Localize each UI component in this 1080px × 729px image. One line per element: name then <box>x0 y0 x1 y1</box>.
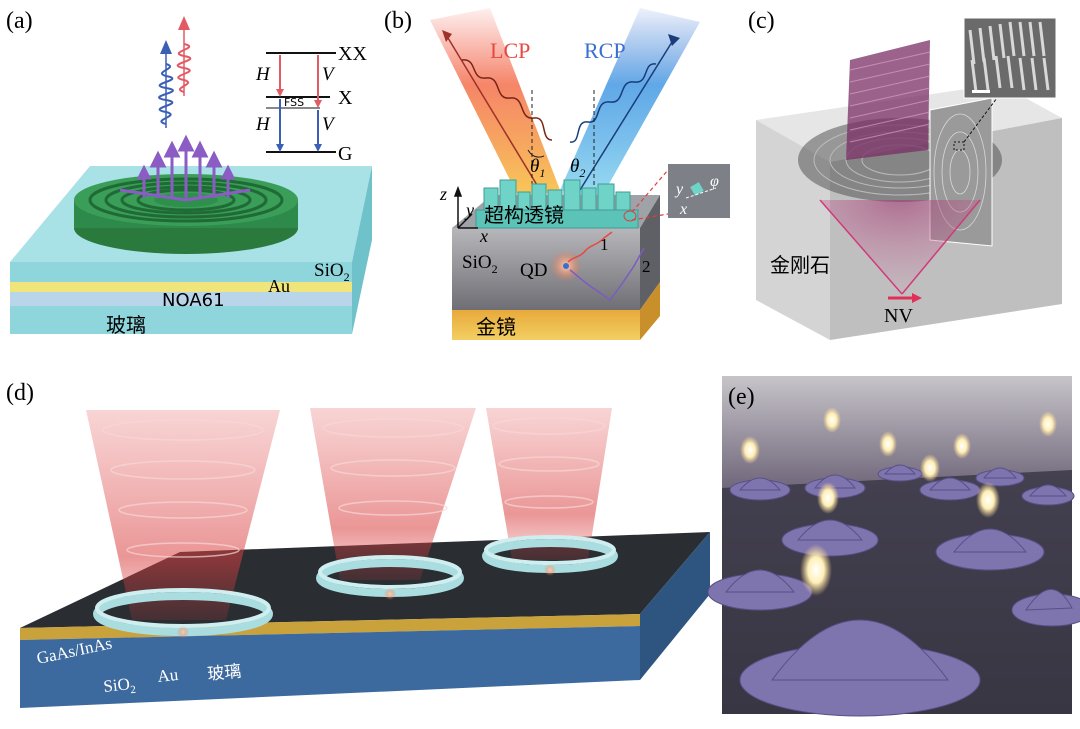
noa61-layer <box>10 292 352 306</box>
lcp-label: LCP <box>490 38 530 63</box>
layer-noa61-label: NOA61 <box>162 290 225 311</box>
fss-label: FSS <box>284 96 304 109</box>
panel-e: (e) <box>707 376 1080 717</box>
layer-au-label: Au <box>268 276 290 296</box>
au-label: Au <box>156 665 179 686</box>
panel-b: (b) LCP RCP θ1 θ2 超构透镜 <box>384 8 730 340</box>
transition-v-bottom: V <box>322 114 336 135</box>
level-g: G <box>338 143 352 165</box>
sio2-label: SiO2 <box>102 674 136 699</box>
quantum-dot <box>563 263 569 269</box>
glass-label: 玻璃 <box>206 662 242 685</box>
glass-layer <box>20 626 640 708</box>
beam-1 <box>86 410 280 620</box>
layer-sio2-label: SiO2 <box>314 260 350 284</box>
gold-mirror <box>452 310 640 340</box>
rcp-beam <box>560 8 700 200</box>
panel-d: (d) <box>6 380 710 708</box>
gold-mirror-label: 金镜 <box>476 315 516 339</box>
sio2-layer <box>10 262 352 282</box>
qd-label: QD <box>520 260 547 281</box>
level-xx: XX <box>338 43 367 65</box>
panel-c: (c) <box>748 8 1062 340</box>
panel-e-label: (e) <box>728 384 755 410</box>
au-layer <box>10 282 352 292</box>
glass-layer <box>10 306 352 334</box>
block-side <box>640 195 660 310</box>
substrate-side <box>352 166 372 334</box>
transition-h-bottom: H <box>255 114 271 135</box>
nv-label: NV <box>884 305 913 327</box>
metalens <box>475 179 639 229</box>
photon-blue <box>158 40 174 128</box>
lcp-beam <box>430 8 560 200</box>
theta1-label: θ1 <box>530 156 545 180</box>
panel-d-label: (d) <box>6 380 34 406</box>
transition-h-top: H <box>255 64 271 85</box>
panel-a: (a) <box>6 8 372 337</box>
dome-array <box>707 464 1080 717</box>
path-1-label: 1 <box>600 235 609 254</box>
panel-c-label: (c) <box>748 8 775 34</box>
rcp-label: RCP <box>584 38 626 63</box>
inset-axis-y: y <box>674 181 684 198</box>
inset-angle-phi: φ <box>710 173 719 190</box>
sio2-block <box>452 228 640 310</box>
inset-axis-x: x <box>679 201 687 218</box>
theta2-label: θ2 <box>570 156 585 180</box>
layer-glass-label: 玻璃 <box>106 313 146 337</box>
axis-y: y <box>464 200 474 220</box>
photon-red <box>176 16 192 96</box>
panel-b-label: (b) <box>384 8 412 34</box>
slab-side <box>640 532 710 680</box>
diamond-label: 金刚石 <box>770 253 830 277</box>
path-2-label: 2 <box>642 257 651 276</box>
wave-field <box>846 40 930 160</box>
coordinate-axes <box>453 185 478 229</box>
axis-z: z <box>439 184 447 204</box>
axis-x: x <box>479 226 488 246</box>
focus-cone <box>820 200 980 294</box>
microring-1 <box>93 588 273 638</box>
metalens-label: 超构透镜 <box>484 203 564 227</box>
energy-level-diagram <box>266 52 336 153</box>
emission-arrows <box>119 134 251 202</box>
beam-3 <box>486 408 612 560</box>
transition-v-top: V <box>322 64 336 85</box>
panel-a-label: (a) <box>6 8 33 34</box>
microring-3 <box>482 535 618 576</box>
emitted-photons <box>740 407 1057 596</box>
microring-2 <box>316 555 464 600</box>
level-x: X <box>338 87 353 109</box>
beam-2 <box>310 408 476 580</box>
sio2-label: SiO2 <box>462 252 498 276</box>
